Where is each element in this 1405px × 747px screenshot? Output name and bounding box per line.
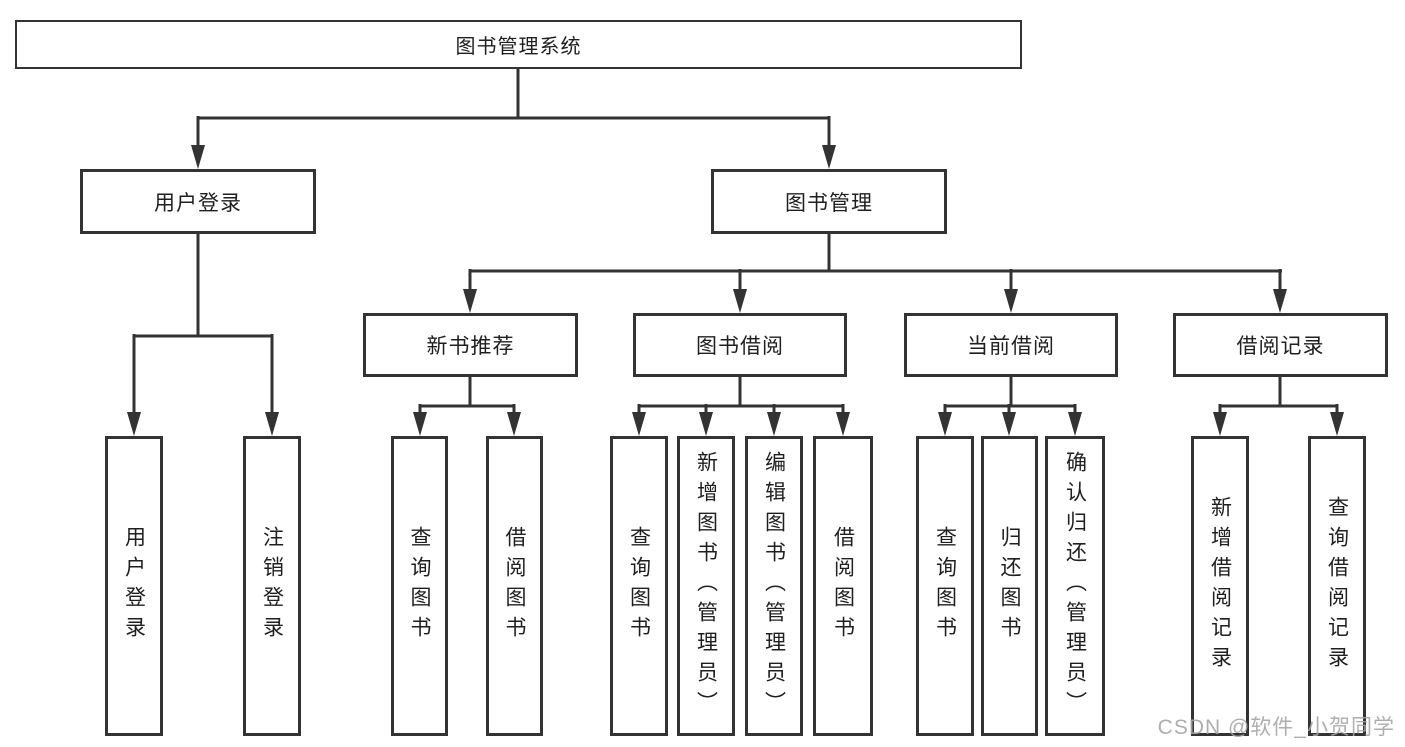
connector-line [637, 377, 845, 413]
node-root: 图书管理系统 [15, 20, 1022, 69]
leaf-logout-login: 注销登录 [243, 436, 301, 736]
arrow-down-icon [463, 289, 477, 313]
connector-line [943, 377, 1077, 413]
connector-currentborrow-to-leaves [938, 377, 1082, 436]
leaf-query-borrow-record: 查询借阅记录 [1308, 436, 1366, 736]
arrow-down-icon [1330, 412, 1344, 436]
arrow-down-icon [1002, 412, 1016, 436]
connector-line [1218, 377, 1339, 413]
arrow-down-icon [699, 412, 713, 436]
arrow-down-icon [733, 289, 747, 313]
connector-line [468, 234, 1282, 290]
arrow-down-icon [1068, 412, 1082, 436]
arrow-down-icon [767, 412, 781, 436]
leaf-user-login: 用户登录 [105, 436, 163, 736]
arrow-down-icon [632, 412, 646, 436]
connector-line [418, 377, 516, 413]
arrow-down-icon [938, 412, 952, 436]
arrow-down-icon [822, 145, 836, 169]
arrow-down-icon [265, 412, 279, 436]
connector-borrowrecords-to-leaves [1213, 377, 1344, 436]
connector-bookborrow-to-leaves [632, 377, 850, 436]
csdn-watermark: CSDN @软件_小贺同学 [1157, 716, 1395, 739]
arrow-down-icon [127, 412, 141, 436]
arrow-down-icon [507, 412, 521, 436]
node-current-borrow: 当前借阅 [904, 313, 1118, 377]
node-book-borrow: 图书借阅 [633, 313, 847, 377]
connector-newbook-to-leaves [413, 377, 521, 436]
node-book-management: 图书管理 [711, 169, 947, 234]
leaf-query-books-current: 查询图书 [916, 436, 974, 736]
arrow-down-icon [1273, 289, 1287, 313]
leaf-borrow-books: 借阅图书 [813, 436, 873, 736]
connector-root-to-level2 [191, 69, 836, 169]
leaf-edit-book-admin: 编辑图书（管理员） [745, 436, 803, 736]
connector-line [196, 69, 831, 146]
arrow-down-icon [1004, 289, 1018, 313]
leaf-return-books: 归还图书 [981, 436, 1038, 736]
connector-bookmgmt-to-level3 [463, 234, 1287, 313]
leaf-add-borrow-record: 新增借阅记录 [1191, 436, 1249, 736]
leaf-confirm-return-admin: 确认归还（管理员） [1045, 436, 1105, 736]
node-user-login: 用户登录 [80, 169, 316, 234]
arrow-down-icon [836, 412, 850, 436]
leaf-query-books-borrow: 查询图书 [610, 436, 668, 736]
leaf-borrow-books-recommend: 借阅图书 [486, 436, 543, 736]
leaf-query-books-recommend: 查询图书 [391, 436, 448, 736]
arrow-down-icon [413, 412, 427, 436]
arrow-down-icon [1213, 412, 1227, 436]
leaf-add-book-admin: 新增图书（管理员） [677, 436, 735, 736]
arrow-down-icon [191, 145, 205, 169]
node-borrow-records: 借阅记录 [1173, 313, 1388, 377]
connector-userlogin-to-leaves [127, 234, 279, 436]
node-new-book-recommend: 新书推荐 [363, 313, 578, 377]
connector-line [132, 234, 274, 413]
